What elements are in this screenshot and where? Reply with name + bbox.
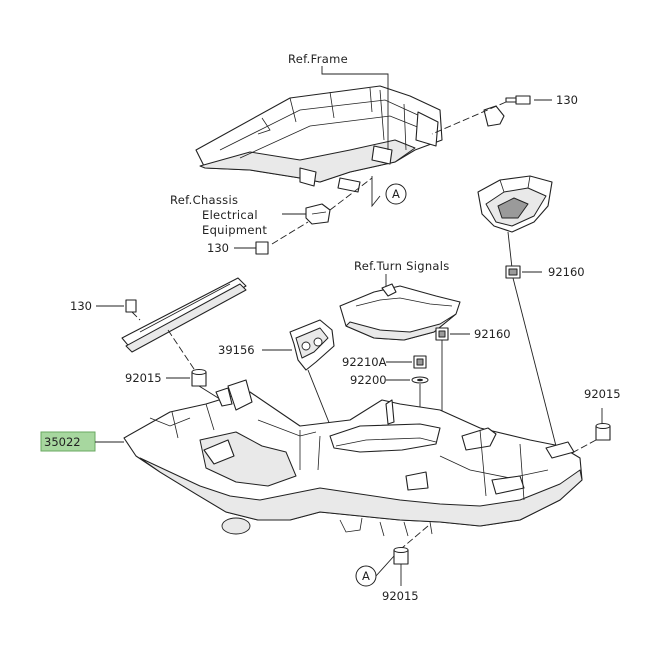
wire-clamp: [305, 203, 331, 225]
label-130-top: 130: [556, 93, 578, 107]
cover-plate-39156: [289, 319, 335, 371]
ref-chassis-label-2: Electrical: [202, 208, 258, 222]
nut-92160-upper: [505, 265, 542, 279]
label-130-left: 130: [70, 299, 92, 313]
ref-chassis-label-3: Equipment: [202, 223, 267, 237]
turn-signal-bracket: [339, 283, 461, 341]
callout-a-bottom-label: A: [362, 569, 370, 583]
label-92160-upper: 92160: [548, 265, 585, 279]
ref-chassis-label-1: Ref.Chassis: [170, 193, 238, 207]
bolt-130-left: [96, 299, 141, 321]
label-92200: 92200: [350, 373, 387, 387]
callout-a-bottom: [355, 565, 377, 587]
ref-turn-signals-label: Ref.Turn Signals: [354, 259, 450, 273]
nut-92160-lower: [435, 327, 470, 341]
rear-frame: [195, 85, 505, 193]
collar-92015-right: [569, 408, 611, 455]
callout-a-top-label: A: [392, 187, 400, 201]
label-92210a: 92210A: [342, 355, 387, 369]
tail-light: [477, 175, 553, 233]
label-92160-lower: 92160: [474, 327, 511, 341]
collar-92015-bottom: [375, 525, 429, 586]
highlight-35022: [40, 431, 96, 452]
label-35022: 35022: [44, 435, 81, 449]
label-130-left-mid: 130: [207, 241, 229, 255]
rear-fender-35022: [123, 379, 583, 537]
bolt-130-top: [431, 95, 552, 135]
side-bracket-strip: [121, 277, 247, 353]
label-39156: 39156: [218, 343, 255, 357]
label-92015-right: 92015: [584, 387, 621, 401]
nut-92210a: [386, 355, 427, 369]
label-92015-bottom: 92015: [382, 589, 419, 603]
ref-frame-label: Ref.Frame: [288, 52, 348, 66]
bolt-130-left-mid: [234, 241, 269, 255]
label-92015-left: 92015: [125, 371, 162, 385]
callout-a-top: [385, 183, 407, 205]
washer-92200: [386, 376, 429, 384]
